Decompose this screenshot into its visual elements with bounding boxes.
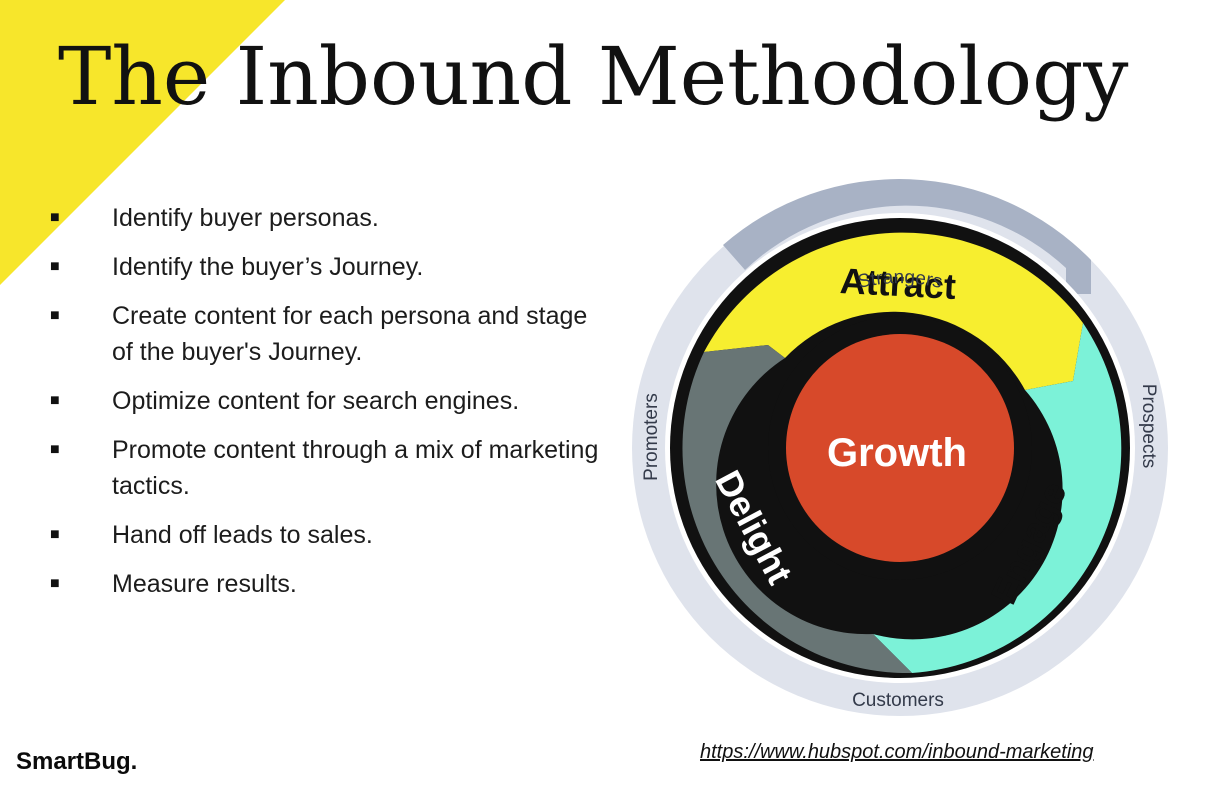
bullet-square-icon: ■ <box>50 575 60 592</box>
bullet-item: ■Identify buyer personas. <box>50 200 610 236</box>
bullet-item: ■Optimize content for search engines. <box>50 383 610 419</box>
attract-label: Attract <box>839 260 957 307</box>
flywheel-diagram: Growth Attract Engage Delight Strangers … <box>625 178 1175 718</box>
bullet-item: ■Measure results. <box>50 566 610 602</box>
outer-ring-dark-segment <box>723 179 1091 294</box>
slide-title: The Inbound Methodology <box>58 30 1129 123</box>
bullet-list: ■Identify buyer personas. ■Identify the … <box>50 200 610 615</box>
bullet-square-icon: ■ <box>50 258 60 275</box>
delight-segment <box>682 345 912 674</box>
bullet-item: ■Identify the buyer’s Journey. <box>50 249 610 285</box>
bullet-square-icon: ■ <box>50 441 60 458</box>
prospects-label: Prospects <box>1138 384 1159 468</box>
bullet-item: ■Promote content through a mix of market… <box>50 432 610 504</box>
bullet-square-icon: ■ <box>50 209 60 226</box>
source-link[interactable]: https://www.hubspot.com/inbound-marketin… <box>700 741 1094 763</box>
customers-label: Customers <box>852 690 944 711</box>
growth-center <box>786 334 1014 562</box>
bullet-item: ■Create content for each persona and sta… <box>50 298 610 370</box>
bullet-square-icon: ■ <box>50 392 60 409</box>
promoters-label: Promoters <box>641 393 662 481</box>
bullet-square-icon: ■ <box>50 307 60 324</box>
smartbug-logo: SmartBug. <box>16 748 138 775</box>
bullet-square-icon: ■ <box>50 526 60 543</box>
attract-segment <box>704 232 1083 390</box>
yellow-corner-accent <box>0 0 285 285</box>
engage-segment <box>873 323 1122 673</box>
bullet-item: ■Hand off leads to sales. <box>50 517 610 553</box>
growth-label: Growth <box>827 431 967 475</box>
